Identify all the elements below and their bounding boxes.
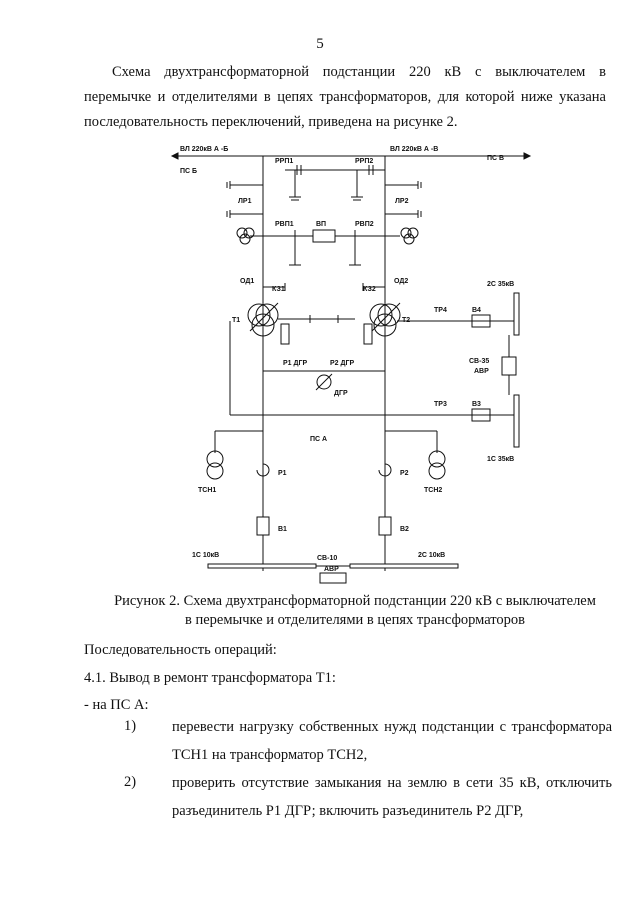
page-number: 5 [316,36,324,52]
figure-caption: Рисунок 2. Схема двухтрансформаторной по… [90,592,620,630]
label-avr10: АВР [324,566,339,573]
label-r2dgr: Р2 ДГР [330,360,354,367]
label-lr1: ЛР1 [238,198,252,205]
label-ps-a: ПС А [310,436,327,443]
label-t1: Т1 [232,317,240,324]
label-r1dgr: Р1 ДГР [283,360,307,367]
step-2-line-2: разъединитель Р1 ДГР; включить разъедини… [172,803,524,819]
label-avr35: АВР [474,368,489,375]
label-tsn1: ТСН1 [198,487,216,494]
label-od1: ОД1 [240,278,254,285]
label-ps-b: ПС Б [180,168,197,175]
label-b1: В1 [278,526,287,533]
label-1s-10: 1С 10кВ [192,552,219,559]
intro-line-2: перемычке и отделителями в цепях трансфо… [84,89,606,105]
label-lr2: ЛР2 [395,198,409,205]
ps-a-line: - на ПС А: [84,697,149,713]
label-vl-av: ВЛ 220кВ А -В [390,146,438,153]
label-rrp1: РРП1 [275,158,293,165]
step-2-text: проверить отсутствие замыкания на землю … [172,769,612,825]
caption-line-2: в перемычке и отделителями в цепях транс… [184,612,526,628]
label-sv35: СВ-35 [469,358,489,365]
item-4-1: 4.1. Вывод в ремонт трансформатора Т1: [84,670,336,686]
label-kz2: КЗ2 [363,286,376,293]
label-vl-ab: ВЛ 220кВ А -Б [180,146,228,153]
label-1s-35: 1С 35кВ [487,456,514,463]
step-1-number: 1) [124,718,137,734]
substation-diagram: ВЛ 220кВ А -Б ВЛ 220кВ А -В ПС Б ПС В РР… [170,146,532,584]
label-v4: В4 [472,307,481,314]
label-rvp1: РВП1 [275,221,294,228]
label-tr3: ТР3 [434,401,447,408]
label-p2: Р2 [400,470,409,477]
step-1-line-1: перевести нагрузку собственных нужд подс… [172,719,612,735]
step-2-number: 2) [124,774,137,790]
label-t2: Т2 [402,317,410,324]
label-kz1: КЗ1 [272,286,285,293]
label-tsn2: ТСН2 [424,487,442,494]
label-ps-v: ПС В [487,155,504,162]
label-vp: ВП [316,221,326,228]
label-2s-10: 2С 10кВ [418,552,445,559]
label-rvp2: РВП2 [355,221,374,228]
label-sv10: СВ-10 [317,555,337,562]
label-v3: В3 [472,401,481,408]
label-p1: Р1 [278,470,287,477]
label-b2: В2 [400,526,409,533]
label-2s-35: 2С 35кВ [487,281,514,288]
label-rrp2: РРП2 [355,158,373,165]
label-tr4: ТР4 [434,307,447,314]
intro-line-3: последовательность переключений, приведе… [84,114,458,130]
sequence-heading: Последовательность операций: [84,642,277,658]
intro-paragraph: Схема двухтрансформаторной подстанции 22… [84,60,606,135]
step-1-line-2: ТСН1 на трансформатор ТСН2, [172,747,368,763]
step-2-line-1: проверить отсутствие замыкания на землю … [172,775,612,791]
step-1-text: перевести нагрузку собственных нужд подс… [172,713,612,769]
label-dgr: ДГР [334,390,348,397]
label-od2: ОД2 [394,278,408,285]
intro-line-1: Схема двухтрансформаторной подстанции 22… [112,64,606,80]
caption-line-1: Рисунок 2. Схема двухтрансформаторной по… [114,593,596,609]
